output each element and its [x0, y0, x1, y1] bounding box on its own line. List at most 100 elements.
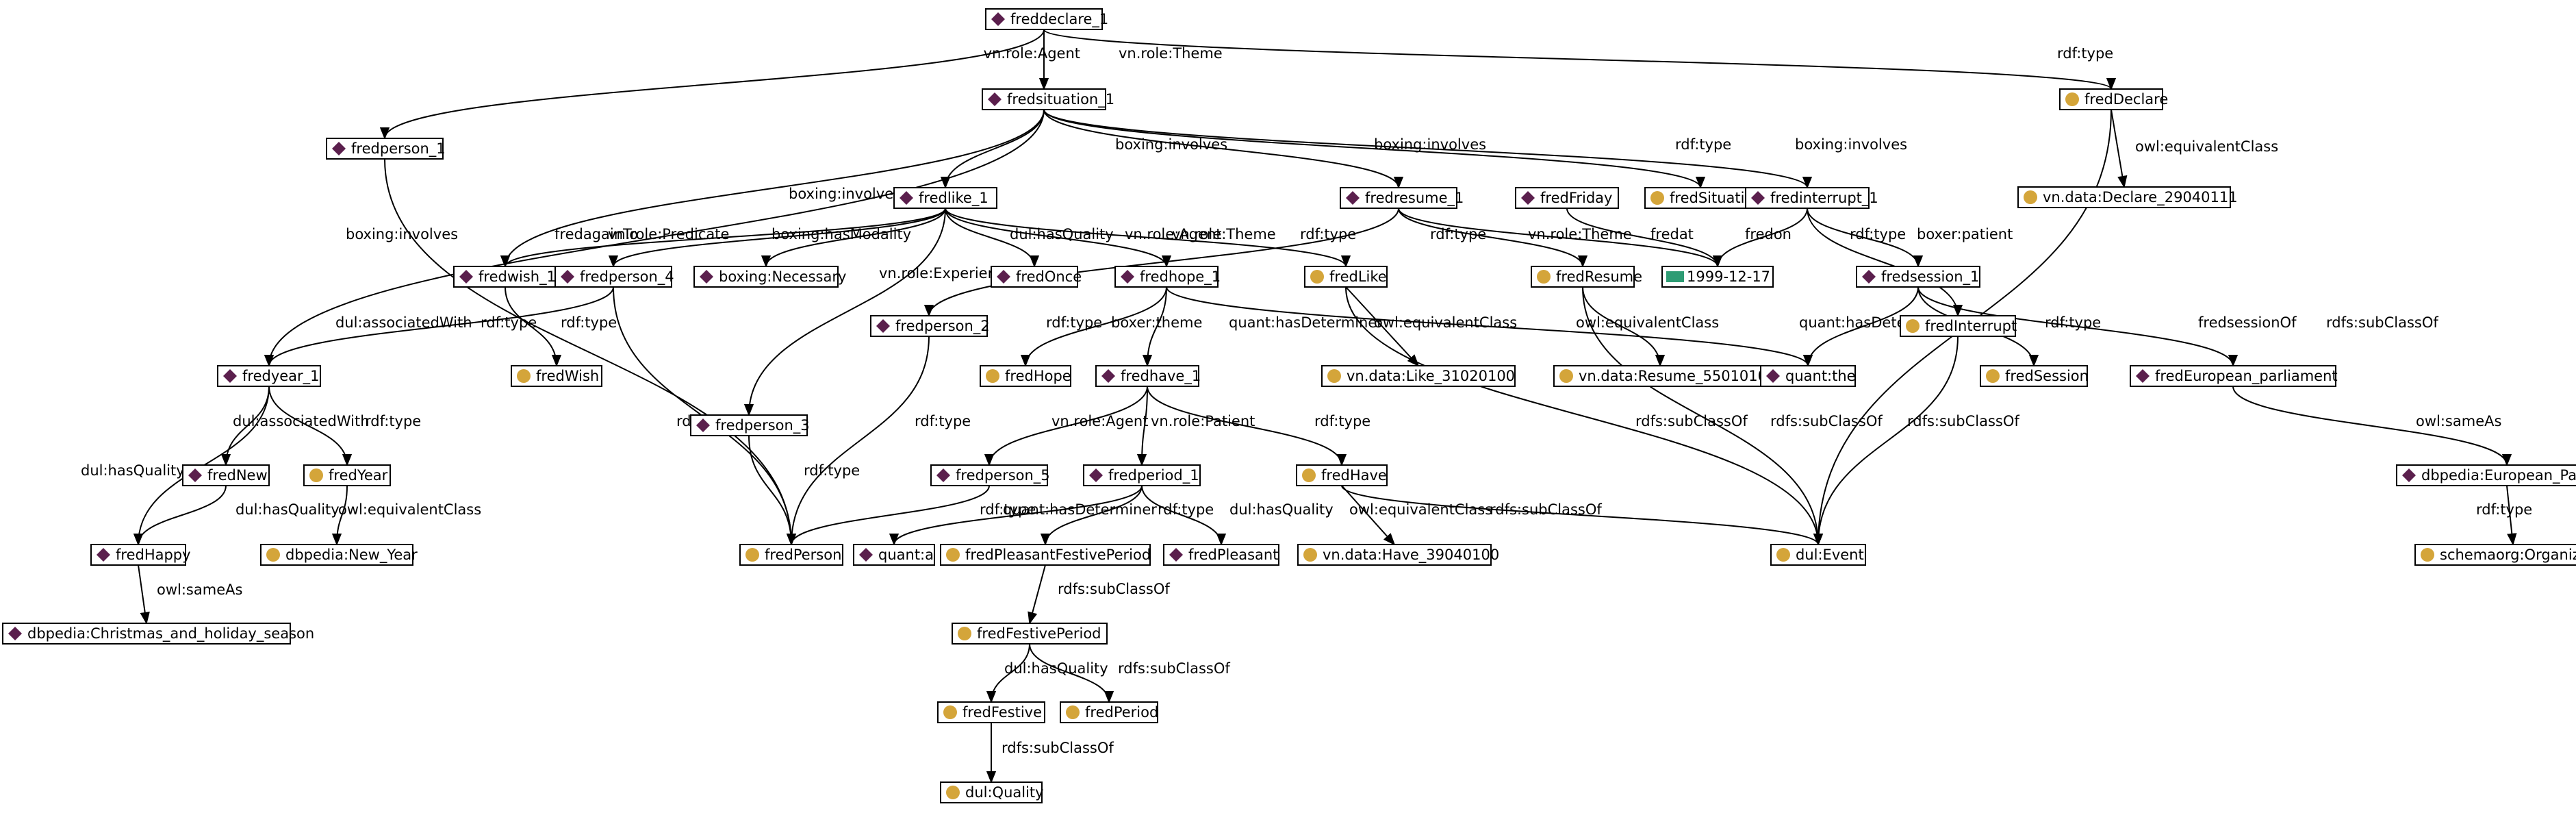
node-fredwish_1[interactable]: fredwish_1: [453, 266, 557, 288]
node-dulEvent[interactable]: dul:Event: [1770, 544, 1866, 566]
class-circle-icon: [958, 627, 971, 640]
entity-diamond-icon: [936, 468, 950, 482]
node-vnLike[interactable]: vn.data:Like_31020100: [1321, 365, 1516, 387]
edge-label: dul:associatedWith: [233, 413, 370, 429]
node-label: fredEuropean_parliament: [2155, 368, 2338, 385]
class-circle-icon: [517, 369, 531, 383]
class-circle-icon: [1537, 270, 1551, 284]
node-fredHope[interactable]: fredHope: [980, 365, 1071, 387]
node-vnHave[interactable]: vn.data:Have_39040100: [1297, 544, 1499, 566]
edge-e27: rdf:type: [505, 286, 617, 367]
class-circle-icon: [2065, 92, 2079, 106]
node-vnDeclare[interactable]: vn.data:Declare_29040111: [2017, 186, 2238, 208]
node-quantA[interactable]: quant:a: [853, 544, 935, 566]
edge-e56: owl:equivalentClass: [1341, 485, 1492, 546]
node-fredlike_1[interactable]: fredlike_1: [893, 187, 997, 209]
edge-label: rdf:type: [980, 501, 1036, 518]
edge-line: [1020, 286, 1167, 367]
node-fredSituation[interactable]: fredSituation: [1644, 187, 1763, 209]
edge-line: [268, 386, 353, 466]
edge-label: rdf:type: [1850, 226, 1906, 242]
edge-line: [1043, 109, 1705, 189]
node-label: dbpedia:Christmas_and_holiday_season: [27, 625, 314, 642]
edge-label: boxing:involves: [346, 226, 458, 242]
node-vnResume[interactable]: vn.data:Resume_55010100: [1553, 365, 1776, 387]
node-fredFestive[interactable]: fredFestive: [937, 701, 1045, 723]
node-fredEuropean[interactable]: fredEuropean_parliament: [2130, 365, 2338, 387]
node-fredsession_1[interactable]: fredsession_1: [1856, 266, 1980, 288]
node-box: [1321, 365, 1516, 387]
node-fredperson_5[interactable]: fredperson_5: [930, 464, 1050, 486]
node-fredresume_1[interactable]: fredresume_1: [1340, 187, 1464, 209]
node-quantThe[interactable]: quant:the: [1760, 365, 1856, 387]
node-date1999[interactable]: 1999-12-17: [1661, 266, 1774, 288]
edge-e13: fredagainTo: [500, 208, 946, 268]
node-fredYear[interactable]: fredYear: [303, 464, 391, 486]
node-fredWish[interactable]: fredWish: [511, 365, 602, 387]
node-label: fredsession_1: [1881, 268, 1979, 286]
node-fredperson_4[interactable]: fredperson_4: [554, 266, 674, 288]
node-fredhope_1[interactable]: fredhope_1: [1114, 266, 1221, 288]
node-fredPeriod[interactable]: fredPeriod: [1060, 701, 1158, 723]
node-fredperson_1[interactable]: fredperson_1: [326, 138, 446, 160]
edge-e3: rdf:type: [1043, 29, 2116, 90]
edge-line: [945, 208, 1172, 268]
node-fredinterrupt_1[interactable]: fredinterrupt_1: [1745, 187, 1878, 209]
edge-label: owl:equivalentClass: [1576, 314, 1719, 331]
edge-line: [1917, 286, 2239, 367]
edge-label: owl:sameAs: [157, 581, 242, 598]
edge-e15: boxing:hasModality: [761, 208, 946, 268]
node-fredPerson[interactable]: fredPerson: [739, 544, 843, 566]
edge-e10: boxing:involves: [1043, 109, 1907, 189]
node-box: [693, 266, 839, 288]
node-fredPFP[interactable]: fredPleasantFestivePeriod: [940, 544, 1151, 566]
entity-diamond-icon: [97, 548, 110, 562]
edge-line: [1712, 208, 1808, 268]
node-fredperiod_1[interactable]: fredperiod_1: [1083, 464, 1201, 486]
node-fredFriday[interactable]: fredFriday: [1515, 187, 1619, 209]
class-circle-icon: [2024, 190, 2037, 204]
edge-label: boxer:patient: [1917, 226, 2013, 242]
node-fredDeclare_1[interactable]: freddeclare_1: [985, 8, 1108, 30]
entity-diamond-icon: [997, 270, 1010, 284]
node-fredsituation_1[interactable]: fredsituation_1: [982, 88, 1114, 110]
edge-e52: rdf:type: [786, 485, 1036, 546]
node-fredhave_1[interactable]: fredhave_1: [1095, 365, 1201, 387]
node-fredSession[interactable]: fredSession: [1980, 365, 2089, 387]
node-fredResume[interactable]: fredResume: [1531, 266, 1642, 288]
node-label: fredLike: [1329, 268, 1387, 285]
node-dbpediaEP[interactable]: dbpedia:European_Parliament: [2396, 464, 2576, 486]
node-fredHave[interactable]: fredHave: [1296, 464, 1388, 486]
edge-label: dul:hasQuality: [1229, 501, 1334, 518]
edge-e30: rdf:type: [1020, 286, 1167, 367]
node-fredLike[interactable]: fredLike: [1304, 266, 1388, 288]
edge-line: [1136, 386, 1148, 466]
edge-label: rdf:type: [1675, 136, 1731, 153]
entity-diamond-icon: [1121, 270, 1134, 284]
node-box: [2, 623, 291, 645]
node-schemaOrg[interactable]: schemaorg:Organization: [2414, 544, 2576, 566]
node-dulQuality[interactable]: dul:Quality: [940, 781, 1044, 803]
node-fredperson_2[interactable]: fredperson_2: [870, 315, 990, 337]
edge-line: [2110, 109, 2128, 188]
node-fredFestivePeriod[interactable]: fredFestivePeriod: [952, 623, 1108, 645]
node-label: fredWish: [536, 368, 599, 384]
node-box: [260, 544, 413, 566]
node-boxingNecessary[interactable]: boxing:Necessary: [693, 266, 846, 288]
node-fredDeclare[interactable]: fredDeclare: [2059, 88, 2168, 110]
node-fredperson_3[interactable]: fredperson_3: [690, 414, 810, 436]
edge-e53: quant:hasDeterminer: [889, 485, 1157, 546]
node-dbpediaNewYear[interactable]: dbpedia:New_Year: [260, 544, 418, 566]
node-fredyear_1[interactable]: fredyear_1: [217, 365, 321, 387]
node-label: fredperson_3: [715, 417, 810, 434]
entity-diamond-icon: [1089, 468, 1103, 482]
edge-e14: vn.role:Predicate: [608, 208, 946, 268]
node-fredInterrupt[interactable]: fredInterrupt: [1900, 315, 2017, 337]
node-fredPleasant[interactable]: fredPleasant: [1163, 544, 1279, 566]
edge-line: [1043, 109, 1812, 189]
node-fredNew[interactable]: fredNew: [182, 464, 270, 486]
node-fredHappy[interactable]: fredHappy: [90, 544, 191, 566]
node-fredOnce[interactable]: fredOnce: [991, 266, 1082, 288]
node-dbpediaXmas[interactable]: dbpedia:Christmas_and_holiday_season: [2, 623, 314, 645]
edge-line: [1582, 286, 1666, 367]
